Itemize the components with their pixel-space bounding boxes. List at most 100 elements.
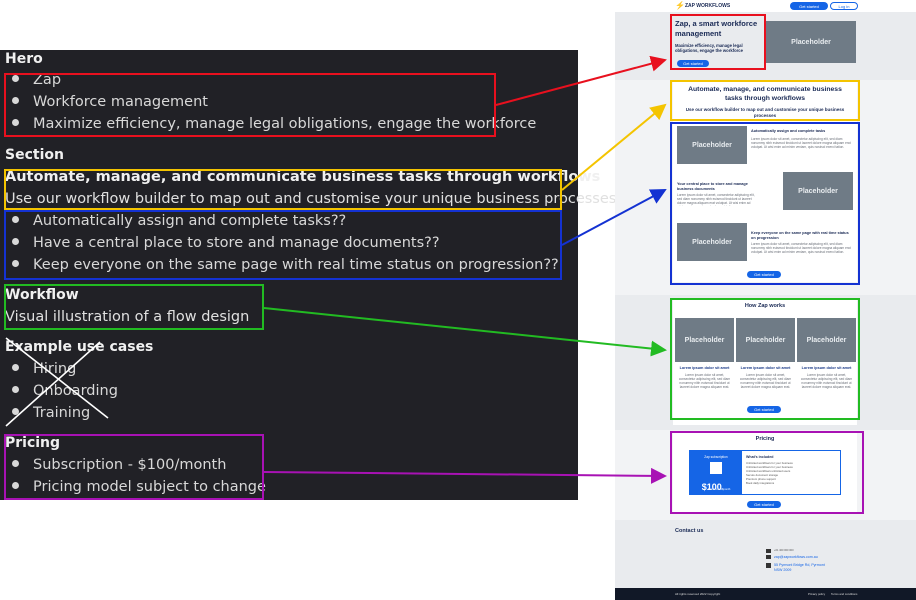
pricing-highlight-box (4, 434, 264, 500)
website-mockup: ⚡ ZAP WORKFLOWS Get started Log in Zap, … (615, 0, 916, 600)
mockup-nav: ⚡ ZAP WORKFLOWS Get started Log in (615, 0, 916, 12)
included-item: Book daily integrations (746, 481, 775, 485)
pricing-card: Zap subscription $100/month Billed month… (689, 450, 841, 495)
section-title: Automate, manage, and communicate busine… (5, 169, 601, 185)
feature3-title: Keep everyone on the same page with real… (751, 231, 849, 240)
how-card2-placeholder: Placeholder (736, 318, 795, 362)
bullet-icon (12, 237, 19, 245)
bullet-icon (12, 74, 19, 82)
how-card1-title: Lorem ipsum dolor sit amet (679, 366, 730, 370)
how-button[interactable]: Get started (747, 406, 781, 413)
mockup-section-subtitle: Use our workflow builder to map out and … (685, 107, 845, 118)
included-item: Unlimited workflows unlimited users (746, 469, 791, 473)
pricing-heading: Pricing (5, 435, 61, 451)
included-title: What's included (746, 455, 774, 459)
mockup-pricing: Pricing Zap subscription $100/month Bill… (673, 433, 857, 513)
bolt-icon: ⚡ (675, 1, 685, 10)
hero-placeholder-image: Placeholder (766, 21, 856, 63)
nav-get-started-button[interactable]: Get started (790, 2, 828, 10)
contact-address: 55 Pyrmont Bridge Rd, Pyrmont NSW 2009 (774, 563, 825, 572)
feature2-placeholder-image: Placeholder (783, 172, 853, 210)
bullet-icon (12, 363, 19, 371)
section-item-assign: Automatically assign and complete tasks?… (12, 213, 346, 229)
phone-icon (766, 549, 771, 553)
mockup-hero-subtitle: Maximize efficiency, manage legal obliga… (675, 43, 743, 53)
included-list: Unlimited workflows for your business Un… (746, 461, 838, 485)
how-card3-text: Lorem ipsum dolor sit amet, consectetur … (800, 373, 853, 389)
examples-heading: Example use cases (5, 339, 154, 355)
contact-phone: +61 400 000 000 (774, 549, 794, 552)
section-item-status: Keep everyone on the same page with real… (12, 257, 559, 273)
included-item: Unlimited workflows for your business (746, 461, 793, 465)
feature1-text: Lorem ipsum dolor sit amet, consectetur … (751, 137, 851, 149)
included-item: Premium phone support (746, 477, 776, 481)
mockup-pricing-box (670, 431, 864, 514)
feature2-text: Lorem ipsum dolor sit amet, consectetur … (677, 193, 755, 206)
how-card1-text: Lorem ipsum dolor sit amet, consectetur … (678, 373, 731, 389)
feature1-placeholder-image: Placeholder (677, 126, 747, 164)
plan-logo-icon (710, 462, 722, 474)
footer-copyright: All rights reserved 2022 Copyright (675, 592, 721, 596)
plan-price: $100 (701, 482, 722, 492)
section-item-documents: Have a central place to store and manage… (12, 235, 440, 251)
contact-email[interactable]: zap@zapworkflows.com.au (774, 555, 818, 559)
section-title-highlight-box (4, 169, 562, 210)
plan-name: Zap subscription (704, 455, 728, 459)
pricing-plan-panel: Zap subscription $100/month Billed month… (690, 451, 742, 494)
pricing-item-model: Pricing model subject to change (12, 479, 266, 495)
bullet-icon (12, 385, 19, 393)
mockup-hero-box (670, 14, 766, 70)
bullet-icon (12, 118, 19, 126)
example-item-onboarding: Onboarding (12, 383, 118, 399)
feature3-text: Lorem ipsum dolor sit amet, consectetur … (751, 242, 851, 254)
hero-item-maximize: Maximize efficiency, manage legal obliga… (12, 116, 536, 132)
bullet-icon (12, 459, 19, 467)
mockup-footer: All rights reserved 2022 Copyright Priva… (615, 588, 916, 600)
footer-terms-link[interactable]: Terms and conditions (831, 592, 858, 596)
how-card2-title: Lorem ipsum dolor sit amet (740, 366, 791, 370)
mockup-section-title-box (670, 80, 860, 121)
brand-name: ZAP WORKFLOWS (685, 3, 731, 9)
hero-highlight-box (4, 73, 496, 137)
section-items-highlight-box (4, 210, 562, 280)
workflow-text: Visual illustration of a flow design (5, 309, 250, 325)
pricing-item-subscription: Subscription - $100/month (12, 457, 226, 473)
bullet-icon (12, 215, 19, 223)
bullet-icon (12, 481, 19, 489)
location-icon (766, 563, 771, 568)
mockup-section-items-box (670, 122, 860, 285)
plan-price-line: $100/month (690, 477, 742, 495)
bullet-icon (12, 259, 19, 267)
included-item: Secure document storage (746, 473, 779, 477)
section-heading: Section (5, 147, 64, 163)
how-title: How Zap works (744, 303, 786, 309)
plan-price-note: Billed monthly (707, 488, 725, 491)
mockup-section-title: Automate, manage, and communicate busine… (688, 86, 842, 102)
mockup-hero-button[interactable]: Get started (677, 60, 709, 67)
workflow-highlight-box (4, 284, 264, 330)
how-card3-title: Lorem ipsum dolor sit amet (801, 366, 852, 370)
how-panel: How Zap works Placeholder Placeholder Pl… (673, 300, 857, 425)
hero-item-workforce: Workforce management (12, 94, 208, 110)
email-icon (766, 555, 771, 559)
mockup-contact: Contact us +61 400 000 000 zap@zapworkfl… (615, 520, 916, 588)
hero-heading: Hero (5, 51, 43, 67)
pricing-button[interactable]: Get started (747, 501, 781, 508)
feature1-title: Automatically assign and complete tasks (751, 129, 826, 133)
included-item: Unlimited workflows for your business (746, 465, 793, 469)
bullet-icon (12, 407, 19, 415)
bullet-icon (12, 96, 19, 104)
feature3-placeholder-image: Placeholder (677, 223, 747, 261)
mockup-section: Automate, manage, and communicate busine… (673, 82, 857, 282)
section-subtitle: Use our workflow builder to map out and … (5, 191, 621, 207)
how-card1-placeholder: Placeholder (675, 318, 734, 362)
how-card2-text: Lorem ipsum dolor sit amet, consectetur … (739, 373, 792, 389)
mockup-how-section: How Zap works Placeholder Placeholder Pl… (615, 295, 916, 430)
contact-title: Contact us (675, 528, 704, 534)
mockup-section-button[interactable]: Get started (747, 271, 781, 278)
footer-privacy-link[interactable]: Privacy policy (808, 592, 826, 596)
mockup-how-box (670, 298, 860, 420)
workflow-heading: Workflow (5, 287, 79, 303)
example-item-hiring: Hiring (12, 361, 76, 377)
nav-login-button[interactable]: Log in (830, 2, 858, 10)
